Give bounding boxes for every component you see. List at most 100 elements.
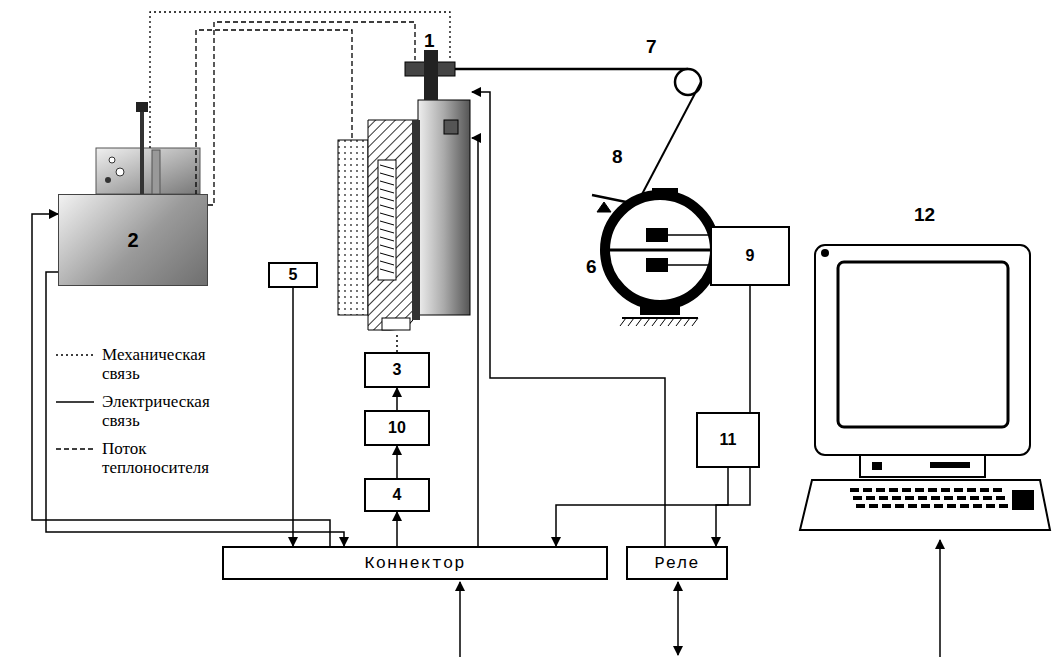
drawing-stroke xyxy=(800,480,1050,530)
drawing-stroke xyxy=(983,496,992,500)
drawing-stroke xyxy=(597,202,611,212)
device-box: Коннектор xyxy=(222,546,608,580)
measuring-cell xyxy=(338,50,470,330)
drawing-stroke xyxy=(928,488,937,492)
device-box: 11 xyxy=(696,412,760,468)
drawing-stroke xyxy=(640,82,701,198)
drawing-stroke xyxy=(866,496,875,500)
drawing-stroke xyxy=(677,582,679,655)
drawing-stroke xyxy=(999,504,1008,508)
drawing-stroke xyxy=(640,303,680,315)
drawing-stroke xyxy=(902,488,911,492)
box-label: Коннектор xyxy=(365,554,466,573)
drawing-stroke xyxy=(850,488,1034,510)
drawing-stroke xyxy=(954,488,963,492)
drawing-stroke xyxy=(676,318,682,326)
drawing-stroke xyxy=(934,504,943,508)
drawing-stroke xyxy=(605,195,715,305)
drawing-stroke xyxy=(895,504,904,508)
drawing-stroke xyxy=(684,318,690,326)
device-box: 9 xyxy=(710,226,790,286)
drawing-stroke xyxy=(860,455,985,477)
device-box: Реле xyxy=(626,546,728,580)
drawing-stroke xyxy=(382,318,410,330)
legend-text: Поток теплоносителя xyxy=(102,439,237,477)
signal-connector xyxy=(396,512,398,546)
legend-sample xyxy=(56,448,94,450)
drawing-stroke xyxy=(882,504,891,508)
drawing-stroke xyxy=(472,138,478,546)
drawing-stroke xyxy=(1012,490,1034,510)
drawing-stroke xyxy=(152,150,160,194)
drawing-stroke xyxy=(838,262,1008,427)
drawing-stroke xyxy=(918,496,927,500)
drawing-stroke xyxy=(815,245,1030,455)
drawing-stroke xyxy=(869,504,878,508)
signal-connector xyxy=(396,446,398,478)
drawing-stroke xyxy=(872,462,882,470)
drawing-stroke xyxy=(424,50,438,100)
drawing-stroke xyxy=(660,318,666,326)
drawing-stroke xyxy=(620,318,698,326)
drawing-stroke xyxy=(396,332,398,352)
drawing-stroke xyxy=(692,318,698,326)
drawing-stroke xyxy=(418,100,470,315)
drawing-stroke xyxy=(646,228,668,242)
drawing-stroke xyxy=(980,488,989,492)
callout-number: 12 xyxy=(914,204,935,226)
drawing-stroke xyxy=(856,504,865,508)
device-box: 10 xyxy=(364,410,430,446)
drawing-stroke xyxy=(628,318,634,326)
legend-sample xyxy=(56,401,94,403)
balance xyxy=(605,188,715,326)
drawing-stroke xyxy=(853,496,862,500)
drawing-stroke xyxy=(116,168,124,176)
callout-number: 7 xyxy=(646,36,657,58)
drawing-stroke xyxy=(889,488,898,492)
drawing-stroke xyxy=(941,488,950,492)
drawing-stroke xyxy=(921,504,930,508)
drawing-stroke xyxy=(620,318,626,326)
box-label: 5 xyxy=(289,266,298,284)
box-label: Реле xyxy=(655,554,700,573)
signal-connector xyxy=(46,272,344,546)
drawing-stroke xyxy=(930,462,970,468)
drawing-stroke xyxy=(105,177,111,183)
drawing-stroke xyxy=(915,488,924,492)
device-box: 3 xyxy=(364,352,430,388)
thermostat-head xyxy=(96,102,200,194)
drawing-stroke xyxy=(652,318,658,326)
signal-connector xyxy=(292,288,294,546)
drawing-stroke xyxy=(970,496,979,500)
drawing-stroke xyxy=(876,488,885,492)
drawing-stroke xyxy=(646,258,668,272)
drawing-stroke xyxy=(821,249,829,257)
drawing-stroke xyxy=(908,504,917,508)
drawing-stroke xyxy=(996,496,1005,500)
legend-text: Электрическая связь xyxy=(102,392,237,430)
box-label: 10 xyxy=(388,419,406,437)
drawing-stroke xyxy=(931,496,940,500)
drawing-stroke xyxy=(973,504,982,508)
box-label: 2 xyxy=(127,229,138,252)
drawing-stroke xyxy=(850,488,859,492)
drawing-stroke xyxy=(967,488,976,492)
drawing-stroke xyxy=(668,264,712,266)
drawing-stroke xyxy=(378,160,396,280)
drawing-stroke xyxy=(644,318,650,326)
drawing-stroke xyxy=(957,496,966,500)
drawing-stroke xyxy=(668,318,674,326)
drawing-stroke xyxy=(947,504,956,508)
device-box: 5 xyxy=(268,262,318,288)
drawing-stroke xyxy=(459,582,461,657)
drawing-stroke xyxy=(380,165,394,273)
drawing-stroke xyxy=(140,110,144,194)
drawing-stroke xyxy=(944,496,953,500)
legend-sample xyxy=(56,354,94,356)
drawing-stroke xyxy=(905,496,914,500)
callout-number: 1 xyxy=(424,30,435,52)
drawing-stroke xyxy=(986,504,995,508)
drawing-stroke xyxy=(863,488,872,492)
drawing-stroke xyxy=(993,488,1002,492)
drawing-stroke xyxy=(455,68,688,71)
